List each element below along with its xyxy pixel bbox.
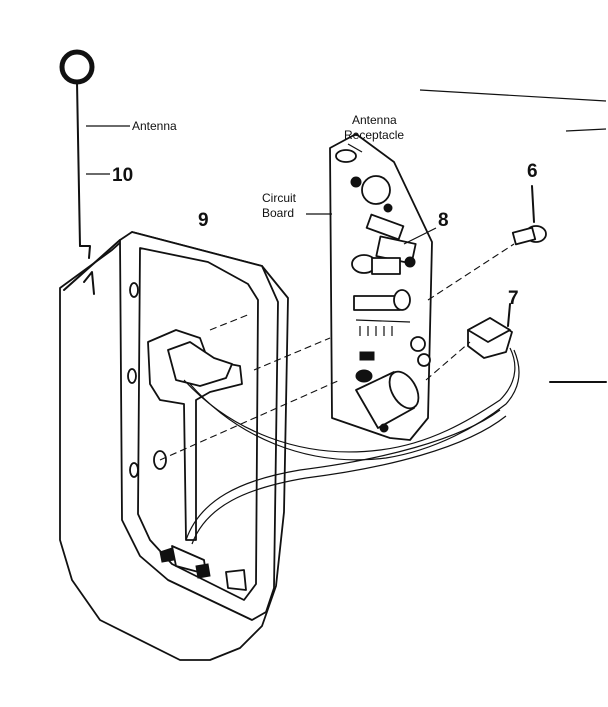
board-components xyxy=(335,149,431,433)
screw xyxy=(511,185,547,246)
edge-lines xyxy=(419,89,607,383)
connector xyxy=(467,303,513,359)
antenna-rod xyxy=(59,49,130,259)
antenna-receptacle-label-line1: Antenna xyxy=(352,113,397,127)
antenna-label: Antenna xyxy=(132,119,177,133)
circuit-board xyxy=(306,133,433,441)
housing xyxy=(59,231,289,661)
circuit-board-label-line1: Circuit xyxy=(262,191,297,205)
part-number-9: 9 xyxy=(198,210,209,231)
part-number-7: 7 xyxy=(508,288,519,309)
antenna-receptacle-label-line2: Receptacle xyxy=(344,128,404,142)
part-number-8: 8 xyxy=(438,210,449,231)
part-number-10: 10 xyxy=(112,165,133,186)
assembly-lines xyxy=(159,227,515,461)
circuit-board-label-line2: Board xyxy=(262,206,294,220)
wires xyxy=(183,347,520,545)
part-number-6: 6 xyxy=(527,161,538,182)
